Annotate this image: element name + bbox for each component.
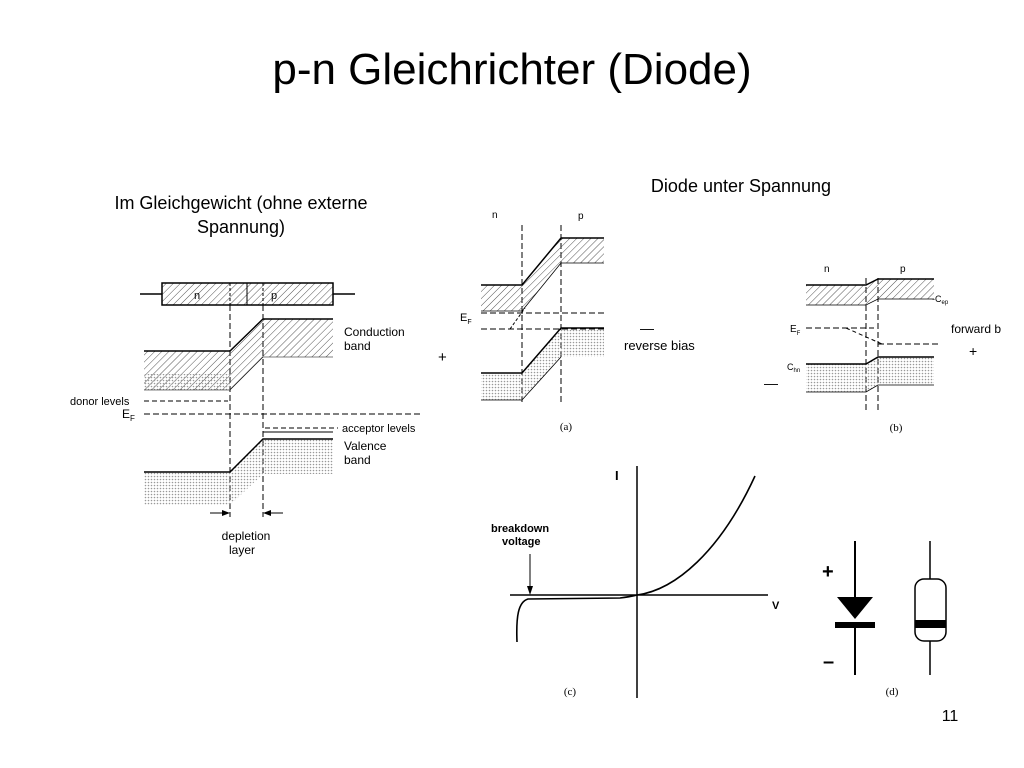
n-region-label: n xyxy=(194,290,200,302)
fermi-level-label: EF xyxy=(122,407,135,423)
slide-title: p-n Gleichrichter (Diode) xyxy=(272,45,752,94)
caption-under-voltage: Diode unter Spannung xyxy=(650,176,832,196)
valence-band-label-1: Valence xyxy=(344,439,387,453)
conduction-band-label-1: Conduction xyxy=(344,325,405,339)
plus-sign: + xyxy=(969,343,977,359)
caption-equilibrium: Im Gleichgewicht (ohne externe Spannung) xyxy=(114,193,368,237)
chn-label: Chn xyxy=(787,362,800,374)
conduction-band xyxy=(144,318,333,391)
breakdown-label-1: breakdown xyxy=(491,523,549,535)
iv-characteristic-plot: I V breakdown voltage (c) xyxy=(470,462,792,702)
breakdown-label-2: voltage xyxy=(502,536,541,548)
depletion-layer-label-1: depletion xyxy=(222,529,271,543)
diode-schematic-icon xyxy=(835,541,875,675)
plus-sign: + xyxy=(822,561,834,583)
forward-bias-label: forward b xyxy=(951,322,1001,336)
valence-band-label-2: band xyxy=(344,453,371,467)
minus-sign: – xyxy=(823,651,834,673)
panel-label-d: (d) xyxy=(886,686,899,698)
voltage-axis-label: V xyxy=(772,600,780,612)
page-number: 11 xyxy=(941,708,959,725)
diode-symbol-figure: + – (d) xyxy=(805,535,980,703)
conduction-band-label-2: band xyxy=(344,339,371,353)
breakdown-arrow-icon xyxy=(527,586,533,595)
p-region-label: p xyxy=(900,264,906,275)
iv-curve xyxy=(515,475,756,643)
equilibrium-band-diagram: n p Conduction band donor levels EF acce… xyxy=(60,262,425,569)
cep-label: -Cep xyxy=(932,294,949,306)
panel-label-c: (c) xyxy=(564,686,577,698)
device-bar: n p xyxy=(140,282,355,306)
depletion-layer-label-2: layer xyxy=(229,543,255,557)
valence-band xyxy=(144,431,333,505)
diode-component-icon xyxy=(914,541,947,675)
n-region-label: n xyxy=(492,210,498,221)
fermi-level-label: EF xyxy=(790,324,801,337)
acceptor-levels-label: acceptor levels xyxy=(342,423,416,435)
plus-sign: + xyxy=(438,349,447,366)
forward-bias-diagram: n p -Cep EF Chn forward b + — (b) xyxy=(762,252,1010,440)
minus-sign: — xyxy=(640,320,654,336)
n-region-label: n xyxy=(824,264,830,275)
panel-label-a: (a) xyxy=(560,421,573,433)
fermi-level-label: EF xyxy=(460,312,472,326)
p-region-label: p xyxy=(578,211,584,222)
current-axis-label: I xyxy=(615,468,619,483)
panel-label-b: (b) xyxy=(890,422,903,434)
reverse-bias-label: reverse bias xyxy=(624,338,695,353)
donor-levels-label: donor levels xyxy=(70,396,130,408)
minus-sign: — xyxy=(764,375,778,391)
reverse-bias-diagram: n p EF + — reverse bias (a) xyxy=(428,203,714,440)
p-region-label: p xyxy=(271,290,277,302)
